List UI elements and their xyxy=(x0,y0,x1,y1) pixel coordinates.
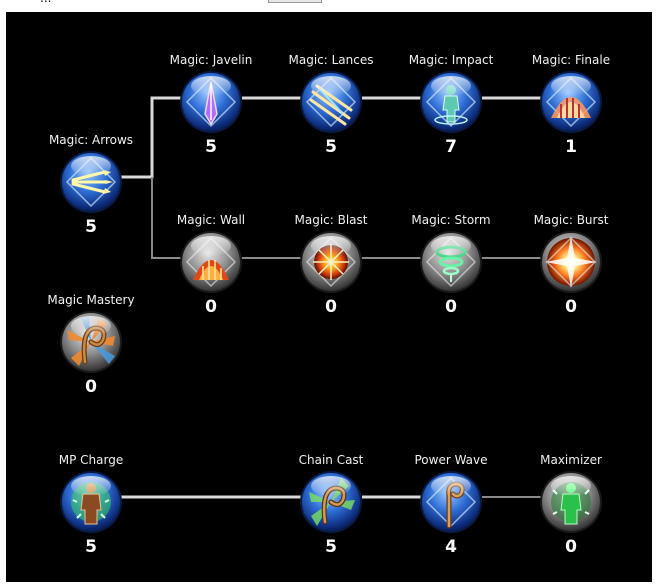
skill-name: Magic: Lances xyxy=(288,53,374,67)
magic-lances-icon[interactable] xyxy=(299,70,363,134)
skill-magic-impact[interactable]: Magic: Impact 7 xyxy=(391,53,511,157)
magic-javelin-icon[interactable] xyxy=(179,70,243,134)
skill-name: Magic: Wall xyxy=(176,213,246,227)
skill-level: 5 xyxy=(205,137,217,157)
skill-level: 0 xyxy=(565,297,577,317)
mp-charge-icon[interactable] xyxy=(59,470,123,534)
skill-level: 1 xyxy=(565,137,577,157)
skill-level: 7 xyxy=(445,137,457,157)
skill-name: Magic: Burst xyxy=(533,213,609,227)
skill-magic-javelin[interactable]: Magic: Javelin 5 xyxy=(151,53,271,157)
skill-name: Magic: Impact xyxy=(408,53,494,67)
magic-arrows-icon[interactable] xyxy=(59,150,123,214)
skill-mp-charge[interactable]: MP Charge 5 xyxy=(31,453,151,557)
link-arrows-javelin xyxy=(118,96,186,179)
magic-impact-icon[interactable] xyxy=(419,70,483,134)
maximizer-icon[interactable] xyxy=(539,470,603,534)
skill-magic-burst[interactable]: Magic: Burst 0 xyxy=(511,213,631,317)
skill-name: Magic: Finale xyxy=(531,53,611,67)
magic-finale-icon[interactable] xyxy=(539,70,603,134)
skill-magic-lances[interactable]: Magic: Lances 5 xyxy=(271,53,391,157)
magic-burst-icon[interactable] xyxy=(539,230,603,294)
skill-level: 5 xyxy=(85,217,97,237)
skill-level: 5 xyxy=(85,537,97,557)
magic-wall-icon[interactable] xyxy=(179,230,243,294)
skill-name: MP Charge xyxy=(58,453,124,467)
skill-name: Magic Mastery xyxy=(47,293,135,307)
skill-level: 0 xyxy=(85,377,97,397)
link-arrows-wall xyxy=(151,177,186,259)
skill-name: Magic: Storm xyxy=(411,213,491,227)
magic-storm-icon[interactable] xyxy=(419,230,483,294)
magic-blast-icon[interactable] xyxy=(299,230,363,294)
skill-level: 5 xyxy=(325,137,337,157)
skill-magic-finale[interactable]: Magic: Finale 1 xyxy=(511,53,631,157)
skill-level: 0 xyxy=(445,297,457,317)
skill-name: Chain Cast xyxy=(298,453,364,467)
skill-chain-cast[interactable]: Chain Cast 5 xyxy=(271,453,391,557)
skill-power-wave[interactable]: Power Wave 4 xyxy=(391,453,511,557)
skill-magic-mastery[interactable]: Magic Mastery 0 xyxy=(31,293,151,397)
skill-magic-arrows[interactable]: Magic: Arrows 5 xyxy=(31,133,151,237)
skill-magic-blast[interactable]: Magic: Blast 0 xyxy=(271,213,391,317)
power-wave-icon[interactable] xyxy=(419,470,483,534)
skill-magic-wall[interactable]: Magic: Wall 0 xyxy=(151,213,271,317)
skill-level: 4 xyxy=(445,537,457,557)
skill-level: 5 xyxy=(325,537,337,557)
skill-name: Power Wave xyxy=(414,453,488,467)
chain-cast-icon[interactable] xyxy=(299,470,363,534)
cut-off-text: ... xyxy=(40,0,51,5)
skill-name: Magic: Blast xyxy=(294,213,368,227)
skill-name: Magic: Javelin xyxy=(169,53,253,67)
skill-name: Magic: Arrows xyxy=(48,133,134,147)
skill-level: 0 xyxy=(205,297,217,317)
skill-level: 0 xyxy=(325,297,337,317)
skill-maximizer[interactable]: Maximizer 0 xyxy=(511,453,631,557)
skill-name: Maximizer xyxy=(540,453,602,467)
magic-mastery-icon[interactable] xyxy=(59,310,123,374)
cut-off-button[interactable] xyxy=(268,0,322,3)
skill-level: 0 xyxy=(565,537,577,557)
top-strip: ... xyxy=(0,0,660,12)
skill-magic-storm[interactable]: Magic: Storm 0 xyxy=(391,213,511,317)
